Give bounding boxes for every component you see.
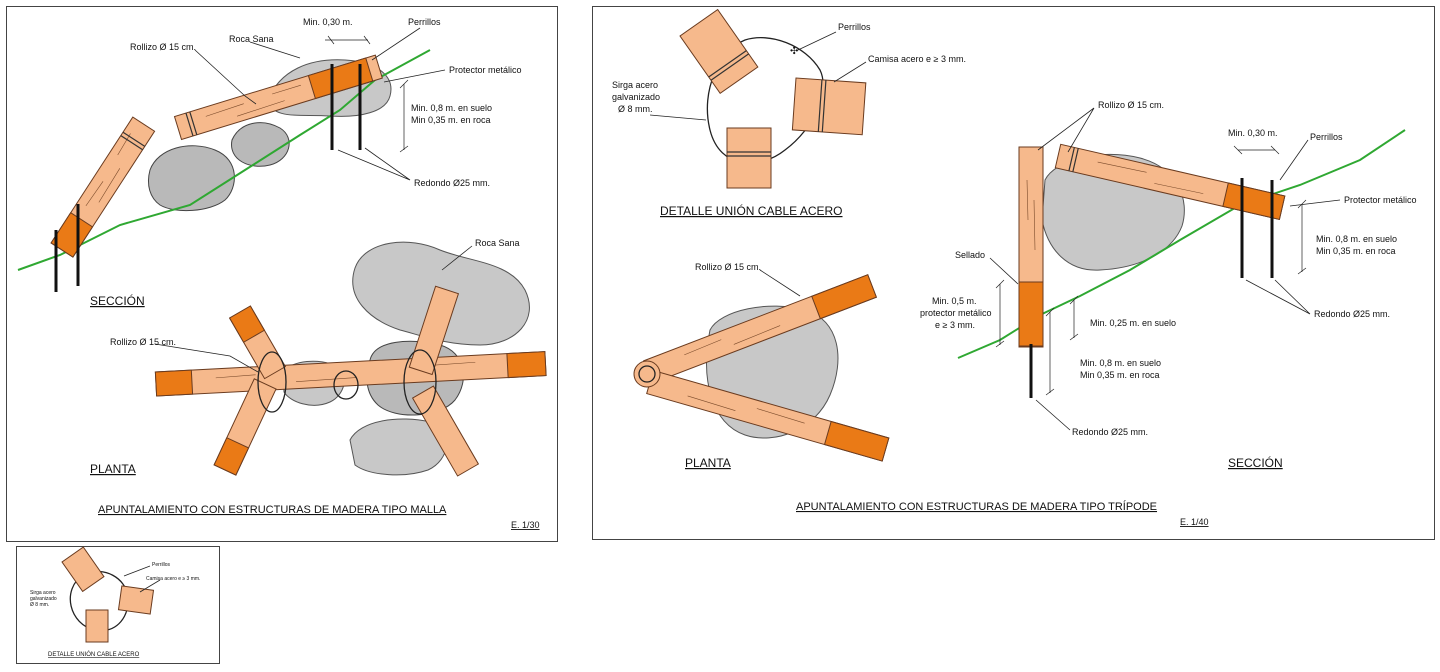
detalle-rollizo-3: [726, 127, 772, 189]
seccion-min-030: Min. 0,30 m.: [1228, 128, 1278, 138]
tripode-title: APUNTALAMIENTO CON ESTRUCTURAS DE MADERA…: [796, 500, 1157, 513]
malla-seccion: Min. 0,30 m. Perrillos Roca Sana Rollizo…: [17, 17, 522, 308]
detalle-camisa: Camisa acero e ≥ 3 mm.: [868, 54, 966, 64]
detalle-thumbnail-frame: [16, 546, 220, 664]
thumb-title: DETALLE UNIÓN CABLE ACERO: [48, 651, 140, 658]
sirga-cable: [706, 36, 824, 164]
seccion-min-05-2: protector metálico: [920, 308, 992, 318]
heading-planta: PLANTA: [90, 462, 136, 476]
label-roca-sana: Roca Sana: [229, 34, 274, 44]
detalle-sirga-2: galvanizado: [612, 92, 660, 102]
rollizo-upper: [173, 54, 383, 141]
label-rollizo: Rollizo Ø 15 cm.: [130, 42, 196, 52]
detalle-sirga-3: Ø 8 mm.: [618, 104, 653, 114]
planta-rollizo-end: [633, 360, 661, 388]
perrillos-symbol: ✣: [790, 46, 798, 57]
tripode-seccion: Rollizo Ø 15 cm. Min. 0,30 m. Perrillos …: [920, 100, 1417, 470]
seccion-min-05-3: e ≥ 3 mm.: [935, 320, 975, 330]
seccion-min-035-a: Min 0,35 m. en roca: [1316, 246, 1396, 256]
heading-seccion: SECCIÓN: [90, 293, 145, 308]
malla-scale: E. 1/30: [511, 520, 540, 530]
seccion-min-08-a: Min. 0,8 m. en suelo: [1316, 234, 1397, 244]
rollizo-lower: [50, 116, 156, 258]
seccion-vertical-rollizo: [1018, 146, 1044, 348]
detalle-perrillos: Perrillos: [838, 22, 871, 32]
seccion-redondo-a: Redondo Ø25 mm.: [1314, 309, 1390, 319]
thumb-sirga-1: Sirga acero: [30, 590, 56, 596]
malla-title: APUNTALAMIENTO CON ESTRUCTURAS DE MADERA…: [98, 504, 447, 516]
rock-boulder-1: [147, 145, 235, 212]
label-protector: Protector metálico: [449, 65, 522, 75]
label-rollizo-planta: Rollizo Ø 15 cm.: [110, 337, 176, 347]
seccion-protector: Protector metálico: [1344, 195, 1417, 205]
seccion-min-035-b: Min 0,35 m. en roca: [1080, 370, 1160, 380]
thumbnail-detail: Perrillos Camisa acero e ≥ 3 mm. Sirga a…: [30, 546, 200, 658]
thumb-sirga-3: Ø 8 mm.: [30, 602, 49, 608]
label-min-035: Min 0,35 m. en roca: [411, 115, 491, 125]
seccion-sellado: Sellado: [955, 250, 985, 260]
rollizo-ne: [408, 285, 460, 376]
detalle-sirga-1: Sirga acero: [612, 80, 658, 90]
tripode-detalle: ✣ Perrillos Camisa acero e ≥ 3 mm. Sirga…: [612, 8, 966, 218]
malla-planta: Rollizo Ø 15 cm. Roca Sana PLANTA: [90, 238, 547, 477]
seccion-rollizo: Rollizo Ø 15 cm.: [1098, 100, 1164, 110]
rollizo-nw: [228, 305, 287, 380]
thumb-camisa: Camisa acero e ≥ 3 mm.: [146, 576, 200, 582]
seccion-min-08-b: Min. 0,8 m. en suelo: [1080, 358, 1161, 368]
label-min-030: Min. 0,30 m.: [303, 17, 353, 27]
detalle-title: DETALLE UNIÓN CABLE ACERO: [660, 203, 843, 218]
rollizo-sw: [213, 378, 277, 476]
planta-heading: PLANTA: [685, 456, 731, 470]
tripode-scale: E. 1/40: [1180, 517, 1209, 527]
thumb-perrillos: Perrillos: [152, 562, 171, 568]
label-perrillos: Perrillos: [408, 17, 441, 27]
tripode-planta: Rollizo Ø 15 cm. PLANTA: [633, 262, 890, 470]
thumb-sirga-2: galvanizado: [30, 596, 57, 602]
label-redondo: Redondo Ø25 mm.: [414, 178, 490, 188]
rollizo-horizontal: [154, 351, 547, 397]
tripode-sheet: [592, 6, 1435, 540]
seccion-diagonal-rollizo: [1054, 143, 1286, 221]
seccion-min-05-1: Min. 0,5 m.: [932, 296, 977, 306]
planta-rollizo-label: Rollizo Ø 15 cm.: [695, 262, 761, 272]
seccion-perrillos: Perrillos: [1310, 132, 1343, 142]
label-roca-sana-planta: Roca Sana: [475, 238, 520, 248]
seccion-min-025: Min. 0,25 m. en suelo: [1090, 318, 1176, 328]
label-min-08: Min. 0,8 m. en suelo: [411, 103, 492, 113]
detalle-rollizo-2: [791, 77, 867, 136]
rock-boulder-2: [231, 122, 290, 167]
detalle-rollizo-1: [679, 8, 759, 95]
seccion-redondo-b: Redondo Ø25 mm.: [1072, 427, 1148, 437]
seccion-heading: SECCIÓN: [1228, 455, 1283, 470]
